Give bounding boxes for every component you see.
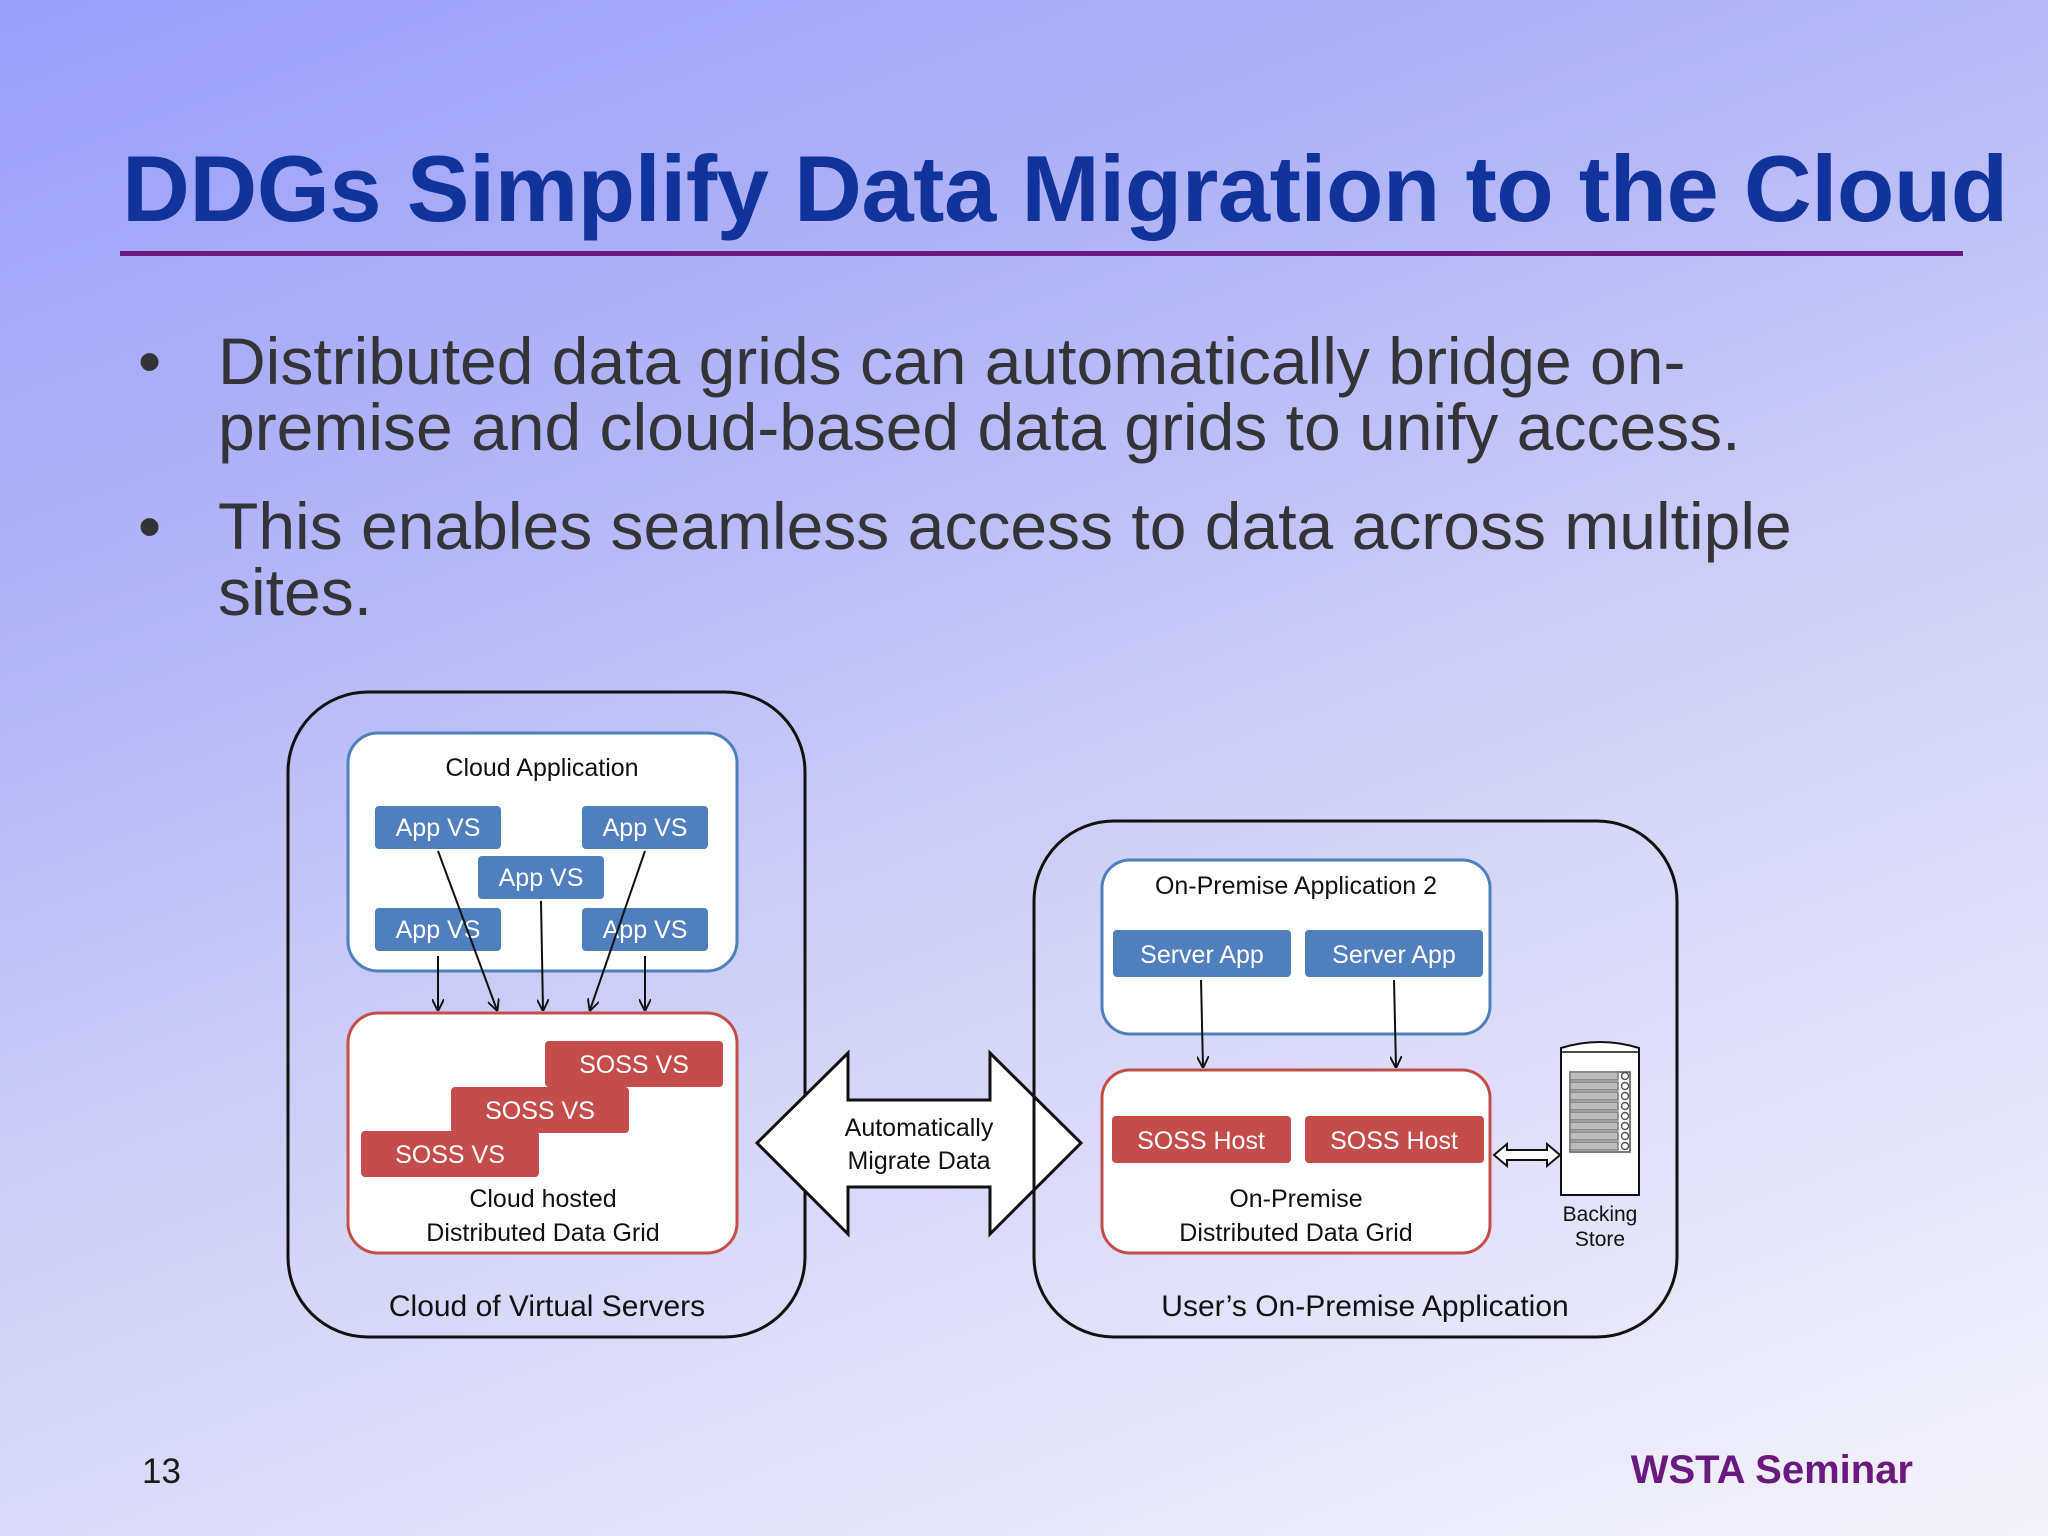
migrate-data-label-line1: Automatically [845,1114,994,1142]
server-app-label: Server App [1332,941,1456,969]
app-vs-label: App VS [396,814,481,842]
app-vs-node: App VS [582,806,708,849]
app-vs-node: App VS [375,908,501,951]
app-vs-node: App VS [375,806,501,849]
cloud-application-label: Cloud Application [445,754,638,782]
on-premise-data-grid-box [1100,1068,1492,1255]
server-app-label: Server App [1140,941,1264,969]
server-app-node: Server App [1305,930,1483,977]
cloud-data-grid-label-line1: Cloud hosted [469,1185,616,1213]
cloud-container-label: Cloud of Virtual Servers [389,1290,705,1323]
cloud-app-to-grid-arrows [438,850,645,1010]
cloud-data-grid-label-line2: Distributed Data Grid [426,1219,659,1247]
slide-title: DDGs Simplify Data Migration to the Clou… [122,136,2008,241]
migrate-data-double-arrow [754,1049,1084,1238]
app-vs-label: App VS [603,814,688,842]
backing-store-link-arrow [1492,1141,1562,1169]
soss-host-node: SOSS Host [1112,1116,1291,1163]
soss-vs-label: SOSS VS [395,1141,505,1169]
app-vs-node: App VS [582,908,708,951]
soss-vs-node: SOSS VS [451,1087,629,1133]
soss-host-label: SOSS Host [1330,1127,1458,1155]
on-premise-container [1032,819,1679,1339]
slide-number: 13 [142,1452,181,1491]
soss-vs-label: SOSS VS [485,1097,595,1125]
on-premise-application-label: On-Premise Application 2 [1155,872,1437,900]
soss-vs-label: SOSS VS [579,1051,689,1079]
server-app-node: Server App [1113,930,1291,977]
soss-host-node: SOSS Host [1305,1116,1484,1163]
soss-host-label: SOSS Host [1137,1127,1265,1155]
footer-brand: WSTA Seminar [1630,1448,1913,1492]
backing-store-icon [1560,1041,1640,1196]
on-premise-data-grid-label-line1: On-Premise [1229,1185,1362,1213]
soss-vs-node: SOSS VS [361,1131,539,1177]
cloud-container [286,690,807,1339]
title-underline [120,251,1963,256]
backing-store-label-line2: Store [1575,1228,1625,1251]
migrate-data-label-line2: Migrate Data [847,1147,990,1175]
bullet-text: Distributed data grids can automatically… [218,324,1741,464]
app-vs-label: App VS [499,864,584,892]
bullet-marker: • [138,324,162,398]
bullet-marker: • [138,489,162,563]
bullet-text: This enables seamless access to data acr… [218,489,1792,629]
server-app-to-host-arrows [1201,979,1396,1067]
on-premise-container-label: User’s On-Premise Application [1161,1290,1568,1323]
on-premise-data-grid-label-line2: Distributed Data Grid [1179,1219,1412,1247]
soss-vs-node: SOSS VS [545,1041,723,1087]
on-premise-application-box [1100,858,1492,1036]
app-vs-node: App VS [478,856,604,899]
backing-store-label-line1: Backing [1563,1203,1638,1226]
